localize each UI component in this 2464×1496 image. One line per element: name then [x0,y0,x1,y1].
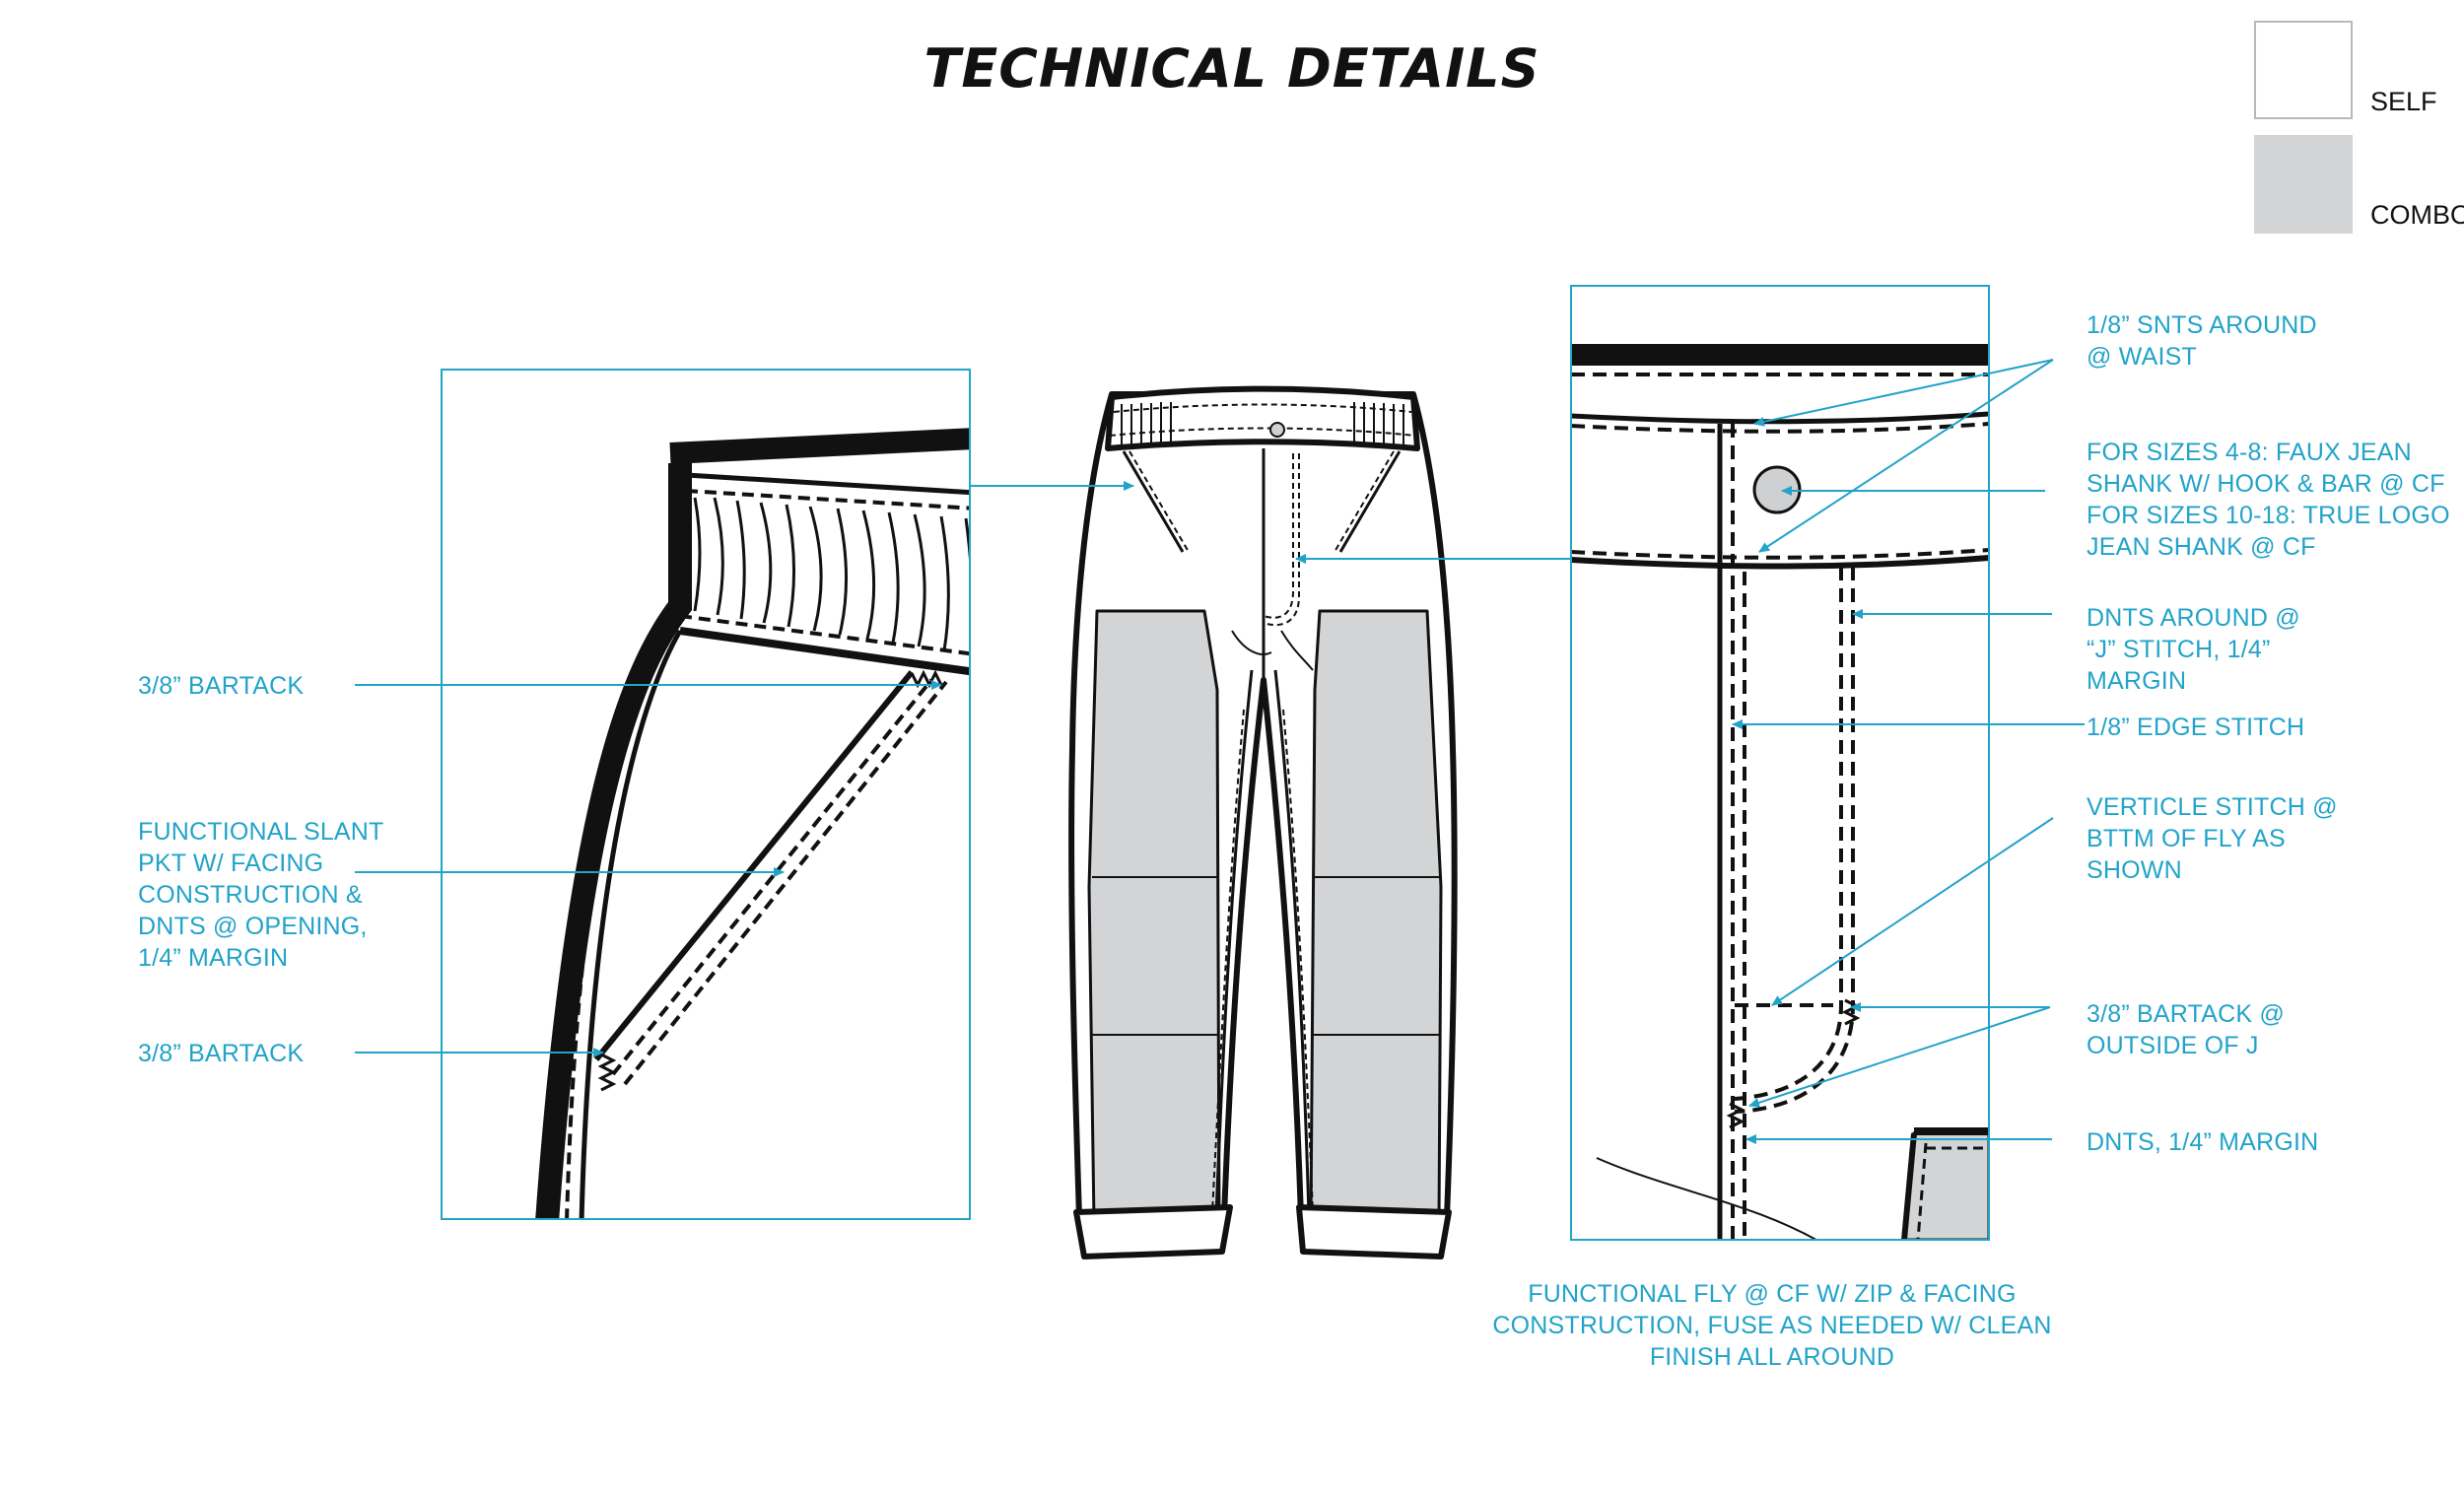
callout-dnts-margin: DNTS, 1/4” MARGIN [2087,1128,2319,1156]
page-title: TECHNICAL DETAILS [924,37,1540,100]
callout-jean-shank: FOR SIZES 4-8: FAUX JEAN SHANK W/ HOOK &… [2087,439,2450,561]
pocket-detail-panel [441,369,971,1220]
leader-lines [355,359,2085,1144]
callout-left-bartack-bottom: 3/8” BARTACK [138,1040,305,1067]
combo-color-swatch [2254,135,2353,234]
self-color-swatch [2254,21,2353,119]
callout-edge-stitch: 1/8” EDGE STITCH [2087,714,2305,741]
callout-j-stitch: DNTS AROUND @ “J” STITCH, 1/4” MARGIN [2087,604,2300,695]
callout-verticle-stitch: VERTICLE STITCH @ BTTM OF FLY AS SHOWN [2087,793,2338,884]
callout-left-bartack-top: 3/8” BARTACK [138,672,305,700]
combo-swatch-label: COMBO [2370,200,2464,230]
callout-functional-fly: FUNCTIONAL FLY @ CF W/ ZIP & FACING CONS… [1492,1280,2052,1371]
callout-bartack-j: 3/8” BARTACK @ OUTSIDE OF J [2087,1000,2285,1059]
callout-waist-snts: 1/8” SNTS AROUND @ WAIST [2087,311,2317,371]
self-swatch-label: SELF [2370,87,2437,116]
pants-front-view [1068,385,1458,1259]
fly-detail-panel [1570,285,1990,1241]
callout-slant-pocket: FUNCTIONAL SLANT PKT W/ FACING CONSTRUCT… [138,818,384,972]
